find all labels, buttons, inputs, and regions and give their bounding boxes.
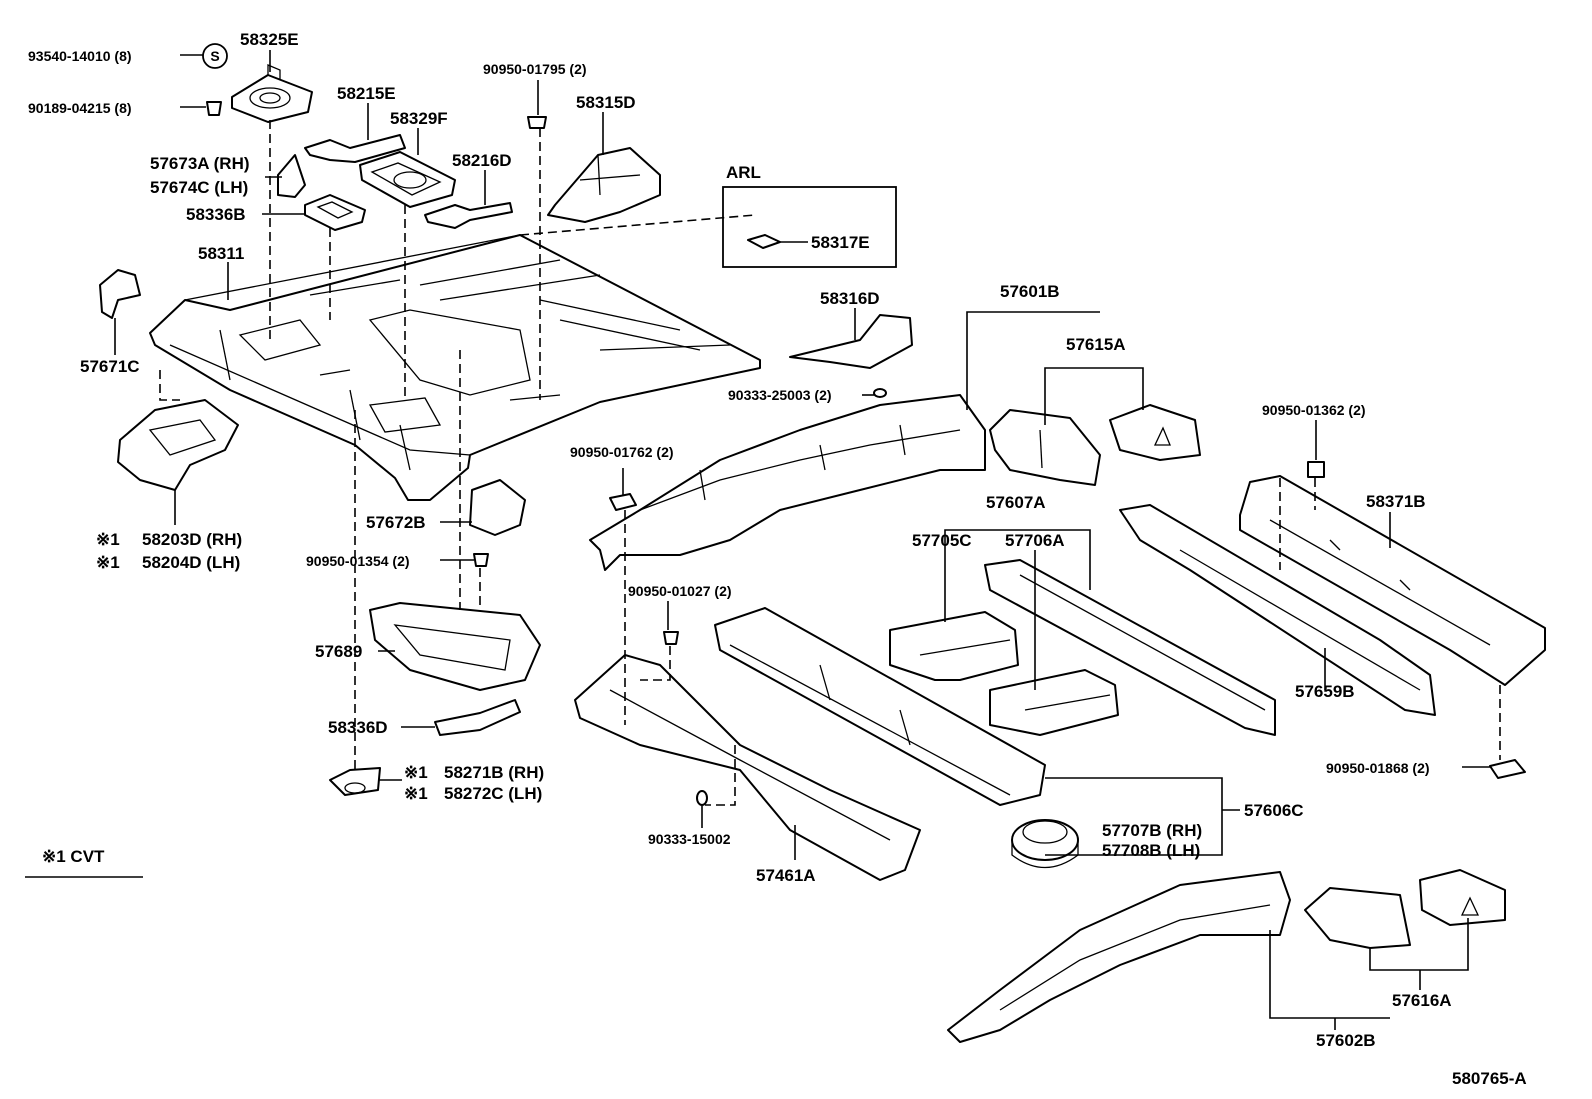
plate-58329F [359,151,456,208]
label-57606C: 57606C [1244,801,1304,820]
part-labels: 93540-14010 (8) 58325E 90189-04215 (8) 5… [28,30,1527,1088]
label-58215E: 58215E [337,84,396,103]
label-57689: 57689 [315,642,362,661]
label-58316D: 58316D [820,289,880,308]
label-arl: ARL [726,163,761,182]
member-57461A [574,654,921,881]
label-57672B: 57672B [366,513,426,532]
brackets-57616A [1304,869,1506,949]
label-58336D: 58336D [328,718,388,737]
bracket-58271B [329,767,381,796]
clip-90333-25003 [873,388,887,398]
label-58336B: 58336B [186,205,246,224]
label-90333-15002: 90333-15002 [648,831,731,847]
clip-90950-01362 [1307,461,1325,478]
plate-58336D [434,699,521,736]
brackets-57615A [989,404,1201,486]
label-57602B: 57602B [1316,1031,1376,1050]
panel-58315D [547,147,661,223]
bracket-58203D [117,399,239,491]
bracket-57673A [277,154,306,198]
clip-90333-15002 [696,790,708,806]
bracket-58216D [424,202,513,229]
arl-inset-box [722,186,897,268]
bushing-57707B [1011,819,1079,868]
label-58216D: 58216D [452,151,512,170]
label-58311: 58311 [198,244,244,263]
side-member-57601B [589,394,986,571]
label-58271B: 58271B (RH) [444,763,544,782]
label-57607A: 57607A [986,493,1046,512]
label-90950-01868: 90950-01868 (2) [1326,760,1430,776]
label-90950-01762: 90950-01762 (2) [570,444,674,460]
note-mark-58271B: ※1 [404,763,428,782]
label-58315D: 58315D [576,93,636,112]
member-57706A [989,669,1119,736]
alignment-dashed-lines [159,120,1501,806]
bracket-57671C [99,269,141,319]
plate-58325E [231,64,313,123]
clip-90950-01795 [527,116,547,129]
note-cvt: ※1 CVT [42,847,105,866]
label-57708B: 57708B (LH) [1102,841,1200,860]
rail-57659B [1119,504,1436,716]
label-90950-01795: 90950-01795 (2) [483,61,587,77]
label-90950-01362: 90950-01362 (2) [1262,402,1366,418]
plate-58336B [304,194,366,231]
clip-90950-01868 [1489,759,1526,779]
member-57705C [889,611,1019,681]
clip-90950-01762 [609,493,637,511]
note-mark-58272C: ※1 [404,784,428,803]
side-member-57602B [947,871,1291,1043]
clip-90189 [206,101,222,116]
rear-floor-pan-58311 [149,234,761,501]
label-58329F: 58329F [390,109,448,128]
label-57674C: 57674C (LH) [150,178,248,197]
member-57607A [984,559,1276,736]
label-57671C: 57671C [80,357,140,376]
bracket-58316D [789,314,913,369]
label-57707B: 57707B (RH) [1102,821,1202,840]
label-58325E: 58325E [240,30,299,49]
label-93540-14010: 93540-14010 (8) [28,48,132,64]
label-57706A: 57706A [1005,531,1065,550]
label-57461A: 57461A [756,866,816,885]
label-90333-25003: 90333-25003 (2) [728,387,832,403]
label-57601B: 57601B [1000,282,1060,301]
label-57616A: 57616A [1392,991,1452,1010]
bracket-57672B [469,479,526,536]
sealant-symbol-icon: S [202,43,228,69]
bracket-58215E [304,134,406,163]
label-58204D: 58204D (LH) [142,553,240,572]
sealant-symbol-text: S [210,48,219,64]
label-58272C: 58272C (LH) [444,784,542,803]
label-57659B: 57659B [1295,682,1355,701]
label-90189-04215: 90189-04215 (8) [28,100,132,116]
label-57673A: 57673A (RH) [150,154,250,173]
figure-id: 580765-A [1452,1069,1527,1088]
note-mark-58204D: ※1 [96,553,120,572]
rail-58371B [1239,475,1546,686]
label-57615A: 57615A [1066,335,1126,354]
label-90950-01027: 90950-01027 (2) [628,583,732,599]
label-58203D: 58203D (RH) [142,530,242,549]
clip-90950-01354 [473,553,489,567]
clip-90950-01027 [663,631,679,645]
tray-57689 [369,602,541,691]
note-mark-58203D: ※1 [96,530,120,549]
leader-lines [25,50,1490,1030]
label-58371B: 58371B [1366,492,1426,511]
label-57705C: 57705C [912,531,972,550]
crossmember-57606C [714,607,1046,806]
label-90950-01354: 90950-01354 (2) [306,553,410,569]
label-58317E: 58317E [811,233,870,252]
